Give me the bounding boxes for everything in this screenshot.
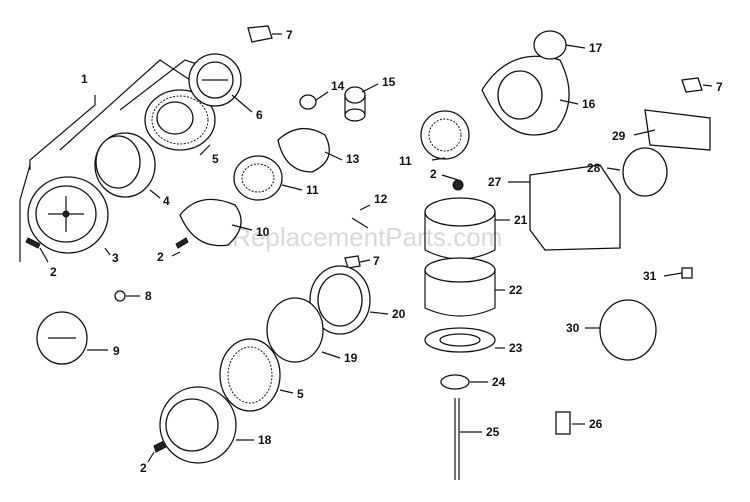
assembly-bracket bbox=[19, 59, 201, 262]
label-15: 15 bbox=[382, 75, 396, 89]
part-4-precleaner bbox=[94, 132, 156, 198]
label-9: 9 bbox=[113, 344, 120, 358]
part-20-base bbox=[309, 265, 371, 335]
label-22: 22 bbox=[509, 283, 523, 297]
label-24: 24 bbox=[492, 375, 506, 389]
leader-lines bbox=[39, 33, 713, 463]
label-20: 20 bbox=[392, 307, 406, 321]
part-7-gasket-b bbox=[681, 77, 703, 93]
part-11-right bbox=[420, 110, 470, 160]
part-13-cover bbox=[277, 128, 330, 173]
label-2d: 2 bbox=[140, 461, 147, 475]
label-16: 16 bbox=[582, 97, 596, 111]
label-7b: 7 bbox=[716, 80, 723, 94]
label-18: 18 bbox=[258, 433, 272, 447]
part-14-ring bbox=[299, 94, 317, 110]
part-16-housing bbox=[481, 55, 570, 136]
label-5a: 5 bbox=[212, 152, 219, 166]
label-26: 26 bbox=[589, 417, 603, 431]
part-5-element-lower bbox=[219, 338, 281, 412]
label-21: 21 bbox=[514, 213, 528, 227]
label-25: 25 bbox=[486, 425, 500, 439]
label-19: 19 bbox=[344, 351, 358, 365]
label-7c: 7 bbox=[373, 254, 380, 268]
label-27: 27 bbox=[488, 175, 502, 189]
part-6-base bbox=[188, 53, 242, 107]
part-10-plate bbox=[179, 198, 242, 247]
label-14: 14 bbox=[331, 79, 345, 93]
label-1: 1 bbox=[81, 72, 88, 86]
part-17-gasket bbox=[533, 30, 567, 60]
label-30: 30 bbox=[566, 321, 580, 335]
part-2-screw-b bbox=[175, 237, 189, 249]
label-6: 6 bbox=[256, 108, 263, 122]
part-27-panel bbox=[529, 164, 621, 251]
part-2-screw-c bbox=[452, 179, 464, 191]
label-8: 8 bbox=[145, 289, 152, 303]
label-31: 31 bbox=[643, 269, 657, 283]
part-29-bracket bbox=[644, 109, 711, 151]
label-2a: 2 bbox=[50, 265, 57, 279]
part-12-stud bbox=[351, 217, 369, 229]
part-31-clip bbox=[681, 267, 693, 279]
part-23-base bbox=[424, 327, 496, 353]
label-12: 12 bbox=[374, 192, 388, 206]
label-17: 17 bbox=[589, 41, 603, 55]
label-23: 23 bbox=[509, 341, 523, 355]
part-18-housing bbox=[159, 386, 237, 464]
label-11a: 11 bbox=[306, 183, 319, 197]
part-15-tube bbox=[344, 86, 366, 122]
part-22-element bbox=[424, 257, 496, 317]
label-28: 28 bbox=[587, 161, 601, 175]
label-2b: 2 bbox=[157, 250, 164, 264]
label-7a: 7 bbox=[286, 28, 293, 42]
part-24-ring bbox=[440, 374, 470, 390]
part-9-cap bbox=[36, 311, 88, 365]
part-19-ring bbox=[266, 297, 324, 363]
part-7-gasket-c bbox=[344, 255, 361, 269]
part-25-rod bbox=[454, 398, 460, 480]
part-3-cover bbox=[27, 176, 109, 254]
label-11b: 11 bbox=[399, 154, 412, 168]
part-30-cover bbox=[599, 299, 657, 361]
part-28-cap bbox=[622, 147, 668, 197]
part-11-left bbox=[233, 155, 283, 201]
part-26-nut bbox=[555, 411, 571, 435]
part-7-gasket-a bbox=[247, 25, 273, 43]
label-5b: 5 bbox=[297, 387, 304, 401]
label-10: 10 bbox=[256, 225, 270, 239]
label-13: 13 bbox=[346, 152, 360, 166]
label-29: 29 bbox=[612, 129, 626, 143]
part-8-nut bbox=[114, 290, 126, 302]
label-3: 3 bbox=[112, 251, 119, 265]
part-5-element-upper bbox=[144, 89, 216, 151]
part-2-screw-a bbox=[25, 237, 41, 249]
label-4: 4 bbox=[163, 194, 170, 208]
label-2c: 2 bbox=[430, 167, 437, 181]
watermark: eReplacementParts.com bbox=[218, 222, 503, 252]
